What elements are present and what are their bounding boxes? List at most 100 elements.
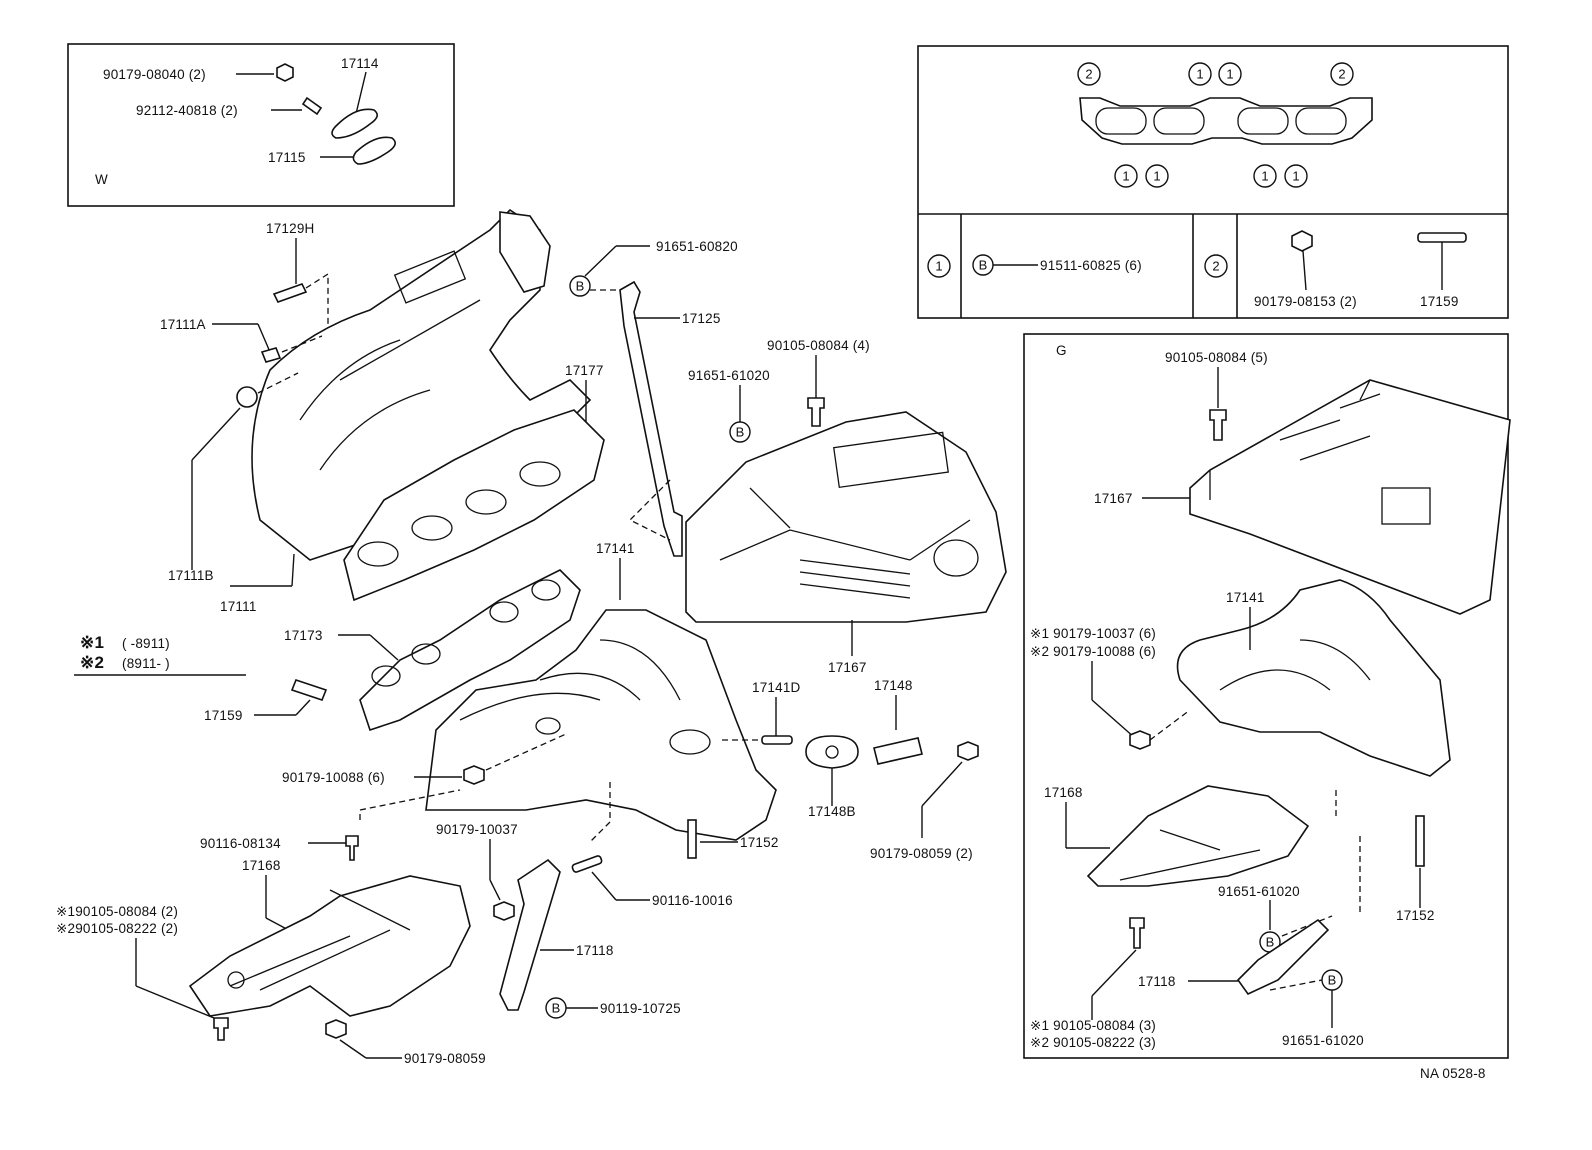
label-17167: 17167 — [828, 660, 867, 675]
bolt-icon — [213, 1017, 229, 1041]
gasket-17177 — [343, 409, 605, 602]
legend-2: 2 90179-08153 (2) 17159 — [1204, 230, 1467, 309]
nut-icon — [276, 63, 294, 82]
label-17111b: 17111B — [168, 568, 214, 583]
gasket-callout: 1 — [1218, 62, 1242, 86]
svg-text:1: 1 — [1226, 67, 1233, 82]
label-90179-10037: 90179-10037 — [436, 822, 518, 837]
gasket-callout: 1 — [1114, 164, 1138, 188]
nut-icon — [493, 901, 515, 921]
svg-text:1: 1 — [935, 259, 942, 274]
label-91651-61020: 91651-61020 — [688, 368, 770, 383]
heat-insulator-g — [1086, 785, 1310, 887]
label-90179-10088: 90179-10088 (6) — [282, 770, 385, 785]
svg-text:1: 1 — [1153, 169, 1160, 184]
stud-icon — [687, 819, 697, 859]
gasket-17148 — [873, 737, 923, 765]
gasket-callout: 2 — [1330, 62, 1354, 86]
heat-cover-g — [1189, 379, 1511, 615]
bolt-icon — [1129, 917, 1145, 949]
note-mark-1: ※1 — [80, 633, 104, 652]
inset-w: W 90179-08040 (2) 92112-40818 (2) 17114 … — [67, 43, 455, 207]
mark-b: B — [1266, 935, 1275, 950]
note-range-1: ( -8911) — [122, 636, 170, 651]
range-note: ※1 ( -8911) ※2 (8911- ) — [74, 633, 246, 676]
label-91511-60825: 91511-60825 (6) — [1040, 258, 1142, 273]
stud-icon — [272, 283, 308, 303]
ring-icon — [236, 386, 258, 408]
label-17159-inset: 17159 — [1420, 294, 1459, 309]
gasket-callout: 1 — [1284, 164, 1308, 188]
main-diagram: 17129H 17111A 17111B 17111 17177 91 — [56, 208, 1007, 1066]
bolt-icon — [345, 835, 359, 861]
inset-gasket: 2 1 1 2 1 1 1 1 1 B 91511-60825 (6) — [917, 45, 1509, 319]
mark-b: B — [552, 1001, 561, 1016]
gasket-callout: 1 — [1145, 164, 1169, 188]
nut-icon — [463, 765, 485, 785]
label-17115: 17115 — [268, 150, 306, 165]
label-90105-08084-g3: ※1 90105-08084 (3) — [1030, 1018, 1156, 1033]
svg-text:2: 2 — [1212, 259, 1219, 274]
svg-text:1: 1 — [1122, 169, 1129, 184]
nut-icon — [1129, 730, 1151, 750]
nut-icon — [1291, 230, 1313, 252]
stay-17125 — [619, 280, 683, 557]
inset-g-tag: G — [1056, 343, 1067, 358]
label-17114: 17114 — [341, 56, 379, 71]
exhaust-gasket-drawing — [1079, 97, 1373, 145]
label-17129h: 17129H — [266, 221, 315, 236]
label-17141d: 17141D — [752, 680, 801, 695]
nut-icon — [325, 1019, 347, 1039]
label-17148: 17148 — [874, 678, 913, 693]
label-90105-08084-2: ※190105-08084 (2) — [56, 904, 178, 919]
bolt-icon — [807, 397, 825, 427]
svg-text:2: 2 — [1338, 67, 1345, 82]
svg-text:1: 1 — [1261, 169, 1268, 184]
stud-icon — [290, 679, 328, 701]
label-17177: 17177 — [565, 363, 604, 378]
label-90179-08059-2: 90179-08059 (2) — [870, 846, 973, 861]
label-17125: 17125 — [682, 311, 721, 326]
label-90105-08222-g3: ※2 90105-08222 (3) — [1030, 1035, 1156, 1050]
drawing-code: NA 0528-8 — [1420, 1066, 1486, 1081]
label-90116-08134: 90116-08134 — [200, 836, 281, 851]
label-17141-g: 17141 — [1226, 590, 1265, 605]
inset-w-tag: W — [95, 172, 108, 187]
label-17141: 17141 — [596, 541, 635, 556]
stud-icon — [1415, 815, 1425, 867]
heat-cover-17167 — [685, 411, 1007, 623]
flange-icon — [499, 211, 551, 293]
label-90119-10725: 90119-10725 — [600, 1001, 681, 1016]
heat-insulator-17168 — [188, 875, 471, 1017]
label-17168-g: 17168 — [1044, 785, 1083, 800]
exhaust-manifold-g — [1176, 579, 1451, 777]
mark-b: B — [1328, 973, 1337, 988]
label-17159: 17159 — [204, 708, 243, 723]
gasket-17173 — [359, 569, 581, 732]
label-17118: 17118 — [576, 943, 614, 958]
label-17111: 17111 — [220, 599, 257, 614]
label-90179-10088-g: ※2 90179-10088 (6) — [1030, 644, 1156, 659]
stay-17118 — [499, 858, 561, 1011]
label-17173: 17173 — [284, 628, 323, 643]
inset-w-frame — [67, 43, 455, 207]
gasket-callout: 2 — [1077, 62, 1101, 86]
stud-icon — [1417, 232, 1467, 243]
label-91651-61020-g: 91651-61020 — [1218, 884, 1300, 899]
exhaust-manifold-17141 — [425, 609, 777, 841]
label-91651-60820: 91651-60820 — [656, 239, 738, 254]
gasket-callout: 1 — [1188, 62, 1212, 86]
gasket-callout: 1 — [1253, 164, 1277, 188]
label-17152-g: 17152 — [1396, 908, 1435, 923]
label-91651-61020-g2: 91651-61020 — [1282, 1033, 1364, 1048]
label-90179-08040: 90179-08040 (2) — [103, 67, 206, 82]
label-17118-g: 17118 — [1138, 974, 1176, 989]
mark-b: B — [576, 279, 585, 294]
svg-text:1: 1 — [1292, 169, 1299, 184]
label-17111a: 17111A — [160, 317, 206, 332]
bolt-icon — [1209, 409, 1227, 441]
inset-g-frame — [1023, 333, 1509, 1059]
mark-b: B — [736, 425, 745, 440]
gasket-17114-icon — [331, 108, 378, 139]
